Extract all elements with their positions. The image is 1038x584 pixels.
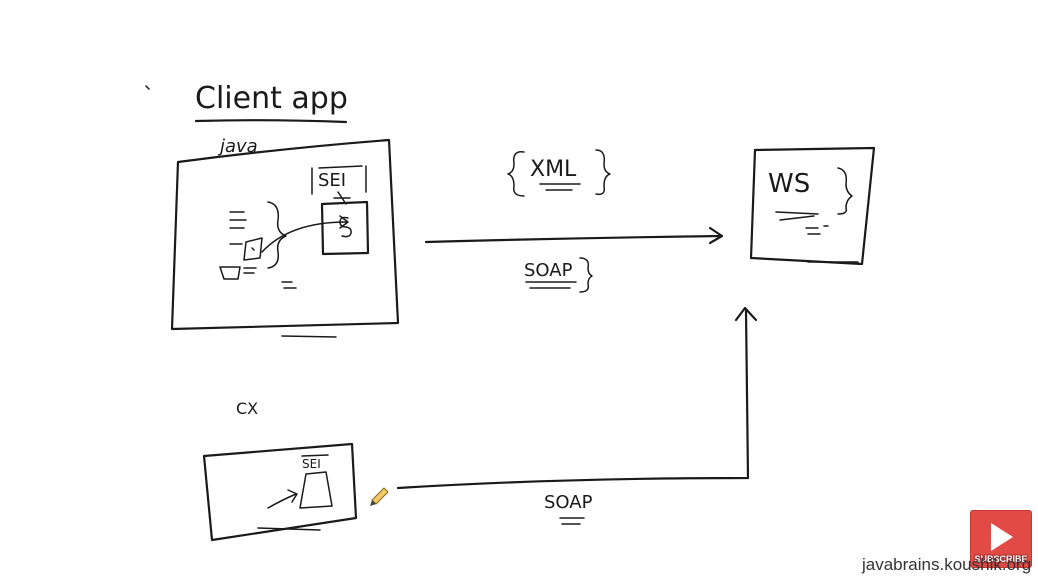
code-brace (267, 201, 287, 269)
object-icon (243, 237, 263, 261)
soap-top-label: SOAP (524, 260, 573, 281)
client-app-box (170, 138, 400, 331)
cup-icon (219, 266, 241, 280)
soap-bottom-label: SOAP (544, 492, 593, 513)
cx-label: CX (236, 399, 258, 418)
soap-top-brace (579, 257, 593, 293)
soap-bottom-underline (559, 517, 585, 525)
sei-bottom-label: SEI (302, 457, 321, 471)
code-lines-1 (229, 211, 247, 229)
sei-bottom-overline (301, 454, 329, 457)
sei-stub-s (339, 216, 352, 238)
java-label: java (217, 136, 258, 157)
ws-label: WS (768, 169, 810, 199)
subscribe-label: SUBSCRIBE (974, 554, 1028, 564)
code-lines-2 (243, 267, 257, 274)
bottom-arrow-path (396, 308, 750, 490)
pencil-icon (370, 487, 389, 506)
bottom-client-box (202, 442, 358, 542)
subscribe-button[interactable]: SUBSCRIBE (970, 510, 1032, 568)
stray-mark (145, 85, 150, 90)
bottom-call-arrowhead (287, 489, 298, 503)
watermark-text: javabrains.koushik.org (862, 555, 1032, 574)
xml-label: XML (530, 157, 577, 182)
bottom-call-line (267, 493, 297, 509)
call-arrowhead (339, 215, 349, 229)
sei-top-label: SEI (318, 170, 346, 191)
sei-overline (318, 165, 363, 169)
title-underline (194, 119, 348, 124)
client-app-stand (281, 335, 337, 338)
play-icon (991, 523, 1013, 551)
call-curve (261, 221, 347, 253)
ws-lines (805, 225, 829, 235)
subscribe-box (970, 510, 1032, 568)
code-lines-3 (281, 281, 297, 289)
bottom-arrow-head (734, 306, 758, 322)
top-arrow-line (424, 234, 724, 244)
top-arrow-head (708, 226, 724, 245)
xml-left-brace (507, 151, 525, 197)
sei-bottom-stub (299, 471, 333, 509)
xml-right-brace (595, 149, 611, 196)
object-dot (251, 247, 255, 251)
ws-brace (837, 167, 853, 215)
bottom-box-base (257, 527, 321, 531)
xml-underline (539, 183, 581, 191)
ws-box (749, 146, 876, 266)
sei-stub-box (320, 200, 370, 256)
ws-strike (775, 211, 819, 221)
soap-top-underline (525, 281, 577, 289)
title-text: Client app (195, 81, 348, 116)
